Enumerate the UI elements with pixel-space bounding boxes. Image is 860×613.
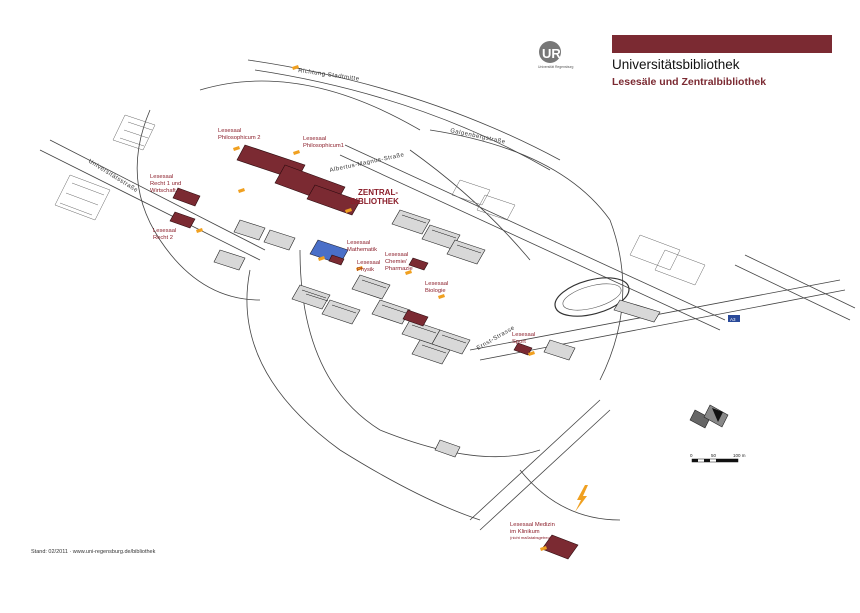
label-chemie: Lesesaal Chemie/ Pharmazie	[385, 252, 413, 272]
label-physik: Lesesaal Physik	[357, 260, 382, 273]
scale-mid: 50	[711, 453, 717, 458]
road-network	[39, 59, 856, 531]
direction-arrows	[196, 65, 588, 551]
university-logo: UR Universität Regensburg	[536, 38, 606, 78]
north-arrow-icon	[689, 404, 729, 429]
library-buildings	[169, 144, 579, 560]
road-label-stadtmitte: Richtung Stadtmitte	[298, 68, 360, 83]
scale-zero: 0	[690, 453, 693, 458]
footer-note: Stand: 02/2011 · www.uni-regensburg.de/b…	[31, 549, 156, 555]
building-hatching	[301, 214, 482, 354]
label-philosophicum-1: Lesesaal Philosophicum1	[303, 136, 344, 149]
logo-caption: Universität Regensburg	[538, 65, 574, 69]
label-recht-1: Lesesaal Recht 1 und Wirtschaft	[150, 174, 183, 194]
page-subtitle: Lesesäle und Zentralbibliothek	[612, 76, 767, 88]
parking-areas	[54, 114, 706, 286]
sports-stadium	[554, 277, 630, 317]
label-zentralbibliothek: ZENTRAL- BIBLIOTHEK	[350, 188, 400, 206]
campus-buildings	[213, 209, 661, 458]
label-medizin: Lesesaal Medizin im Klinikum (nicht maßs…	[510, 522, 556, 540]
highway-sign	[728, 315, 740, 322]
label-biologie: Lesesaal Biologie	[425, 281, 450, 294]
highway-label: A3	[730, 317, 736, 322]
scale-max: 100 m	[733, 453, 746, 458]
label-philosophicum-2: Lesesaal Philosophicum 2	[218, 128, 261, 141]
page-title: Universitätsbibliothek	[612, 57, 740, 72]
scale-bar: 0 50 100 m	[690, 453, 746, 463]
road-label-galgenberg: Galgenbergstraße	[450, 128, 507, 146]
logo-letters: UR	[542, 46, 561, 61]
header-accent-bar	[612, 35, 832, 53]
road-label-universitaet: Universitätsstraße	[87, 159, 139, 195]
label-recht-2: Lesesaal Recht 2	[153, 228, 178, 241]
label-mathematik: Lesesaal Mathematik	[347, 240, 377, 253]
road-label-ernst: Ernst-Strasse	[476, 325, 516, 352]
label-sport: Lesesaal Sport	[512, 332, 537, 345]
